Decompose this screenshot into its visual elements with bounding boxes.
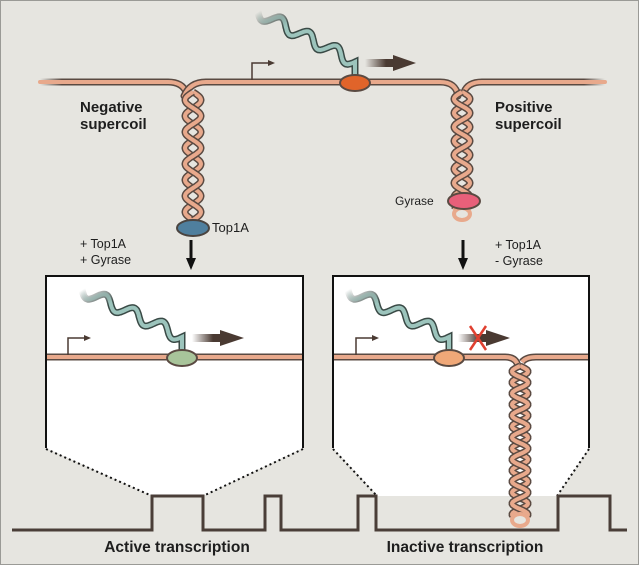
- rna-polymerase-inactive: [433, 349, 465, 367]
- promoter-arrow-active-icon: [67, 335, 91, 355]
- inactive-zoom-panel: [332, 275, 590, 528]
- inactive-transcription-caption: Inactive transcription: [387, 539, 544, 556]
- left-condition-line2: + Gyrase: [80, 253, 131, 267]
- dna-loop-end: [510, 512, 530, 528]
- gyrase-enzyme: [447, 192, 481, 210]
- dna-strand: [182, 90, 204, 222]
- down-arrow-right-icon: [458, 240, 468, 270]
- top-dna-strand: [36, 78, 609, 100]
- inactive-plectoneme: [508, 362, 532, 528]
- rna-polymerase-top: [339, 74, 371, 92]
- transcription-direction-arrow-icon: [365, 55, 416, 71]
- promoter-arrow-inactive-icon: [355, 335, 379, 355]
- negative-supercoil-label-line1: Negative: [80, 99, 143, 116]
- left-condition-line1: + Top1A: [80, 237, 127, 251]
- negative-supercoil-plectoneme: [181, 89, 205, 223]
- transcription-direction-arrow-active-icon: [192, 330, 244, 346]
- active-zoom-panel: [45, 275, 304, 497]
- top1a-enzyme: [176, 219, 210, 237]
- rna-polymerase-active: [166, 349, 198, 367]
- active-transcription-caption: Active transcription: [104, 539, 250, 556]
- promoter-arrow-icon: [251, 60, 275, 80]
- top1a-label: Top1A: [212, 220, 249, 235]
- positive-supercoil-label-line2: supercoil: [495, 116, 562, 133]
- blocked-x-icon: [468, 325, 488, 351]
- negative-supercoil-label-line2: supercoil: [80, 116, 147, 133]
- transcription-direction-arrow-blocked-icon: [458, 330, 510, 346]
- dna-strand: [451, 90, 473, 212]
- dna-strand: [510, 364, 530, 518]
- gyrase-label: Gyrase: [395, 194, 434, 208]
- dna-strand: [510, 364, 530, 518]
- down-arrow-left-icon: [186, 240, 196, 270]
- transcription-activity-trace: [12, 494, 627, 532]
- right-condition-line1: + Top1A: [495, 238, 542, 252]
- right-condition-line2: - Gyrase: [495, 254, 543, 268]
- rna-transcript-top: [254, 8, 359, 80]
- positive-supercoil-label-line1: Positive: [495, 99, 553, 116]
